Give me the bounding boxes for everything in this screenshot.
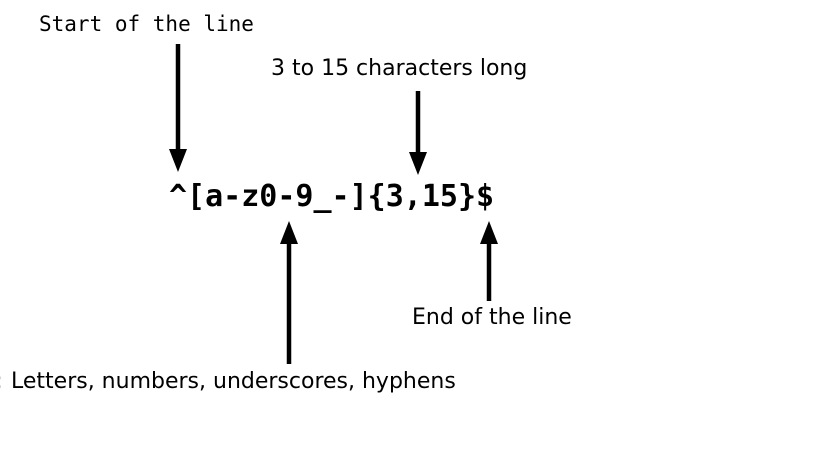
- annotation-label-end-of-line: End of the line: [412, 305, 572, 330]
- annotation-label-start-of-line: Start of the line: [39, 12, 254, 36]
- arrow-down-length: [409, 91, 427, 175]
- arrow-up-end: [480, 221, 498, 301]
- arrow-up-charclass: [280, 221, 298, 364]
- regex-pattern-text: ^[a-z0-9_-]{3,15}$: [169, 179, 495, 214]
- arrow-down-start: [169, 44, 187, 172]
- clipped-edge-fragment: :: [0, 371, 3, 393]
- annotation-label-length: 3 to 15 characters long: [271, 56, 528, 81]
- annotation-label-character-class: Letters, numbers, underscores, hyphens: [11, 369, 456, 394]
